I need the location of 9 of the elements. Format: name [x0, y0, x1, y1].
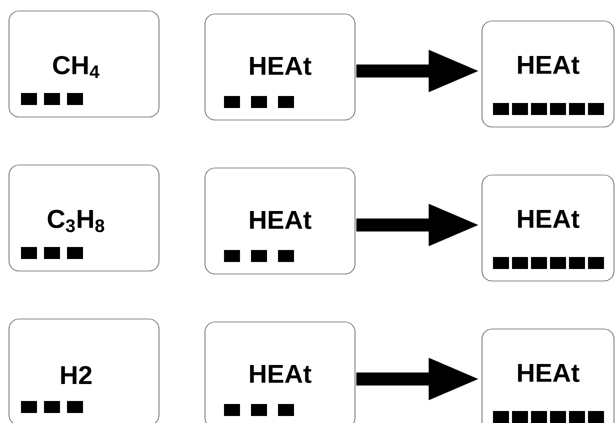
display-box: HEAt: [482, 20, 614, 128]
display-box: H2: [8, 318, 160, 423]
display-box: HEAt: [482, 174, 614, 282]
display-box: C$_{3}$H$_{8}$: [8, 164, 160, 272]
display-box: HEAt: [482, 328, 614, 423]
display-box: HEAt: [204, 14, 356, 120]
display-box: HEAt: [204, 322, 356, 423]
display-box: CH$_{4}$: [8, 10, 160, 118]
display-box: HEAt: [204, 168, 356, 274]
